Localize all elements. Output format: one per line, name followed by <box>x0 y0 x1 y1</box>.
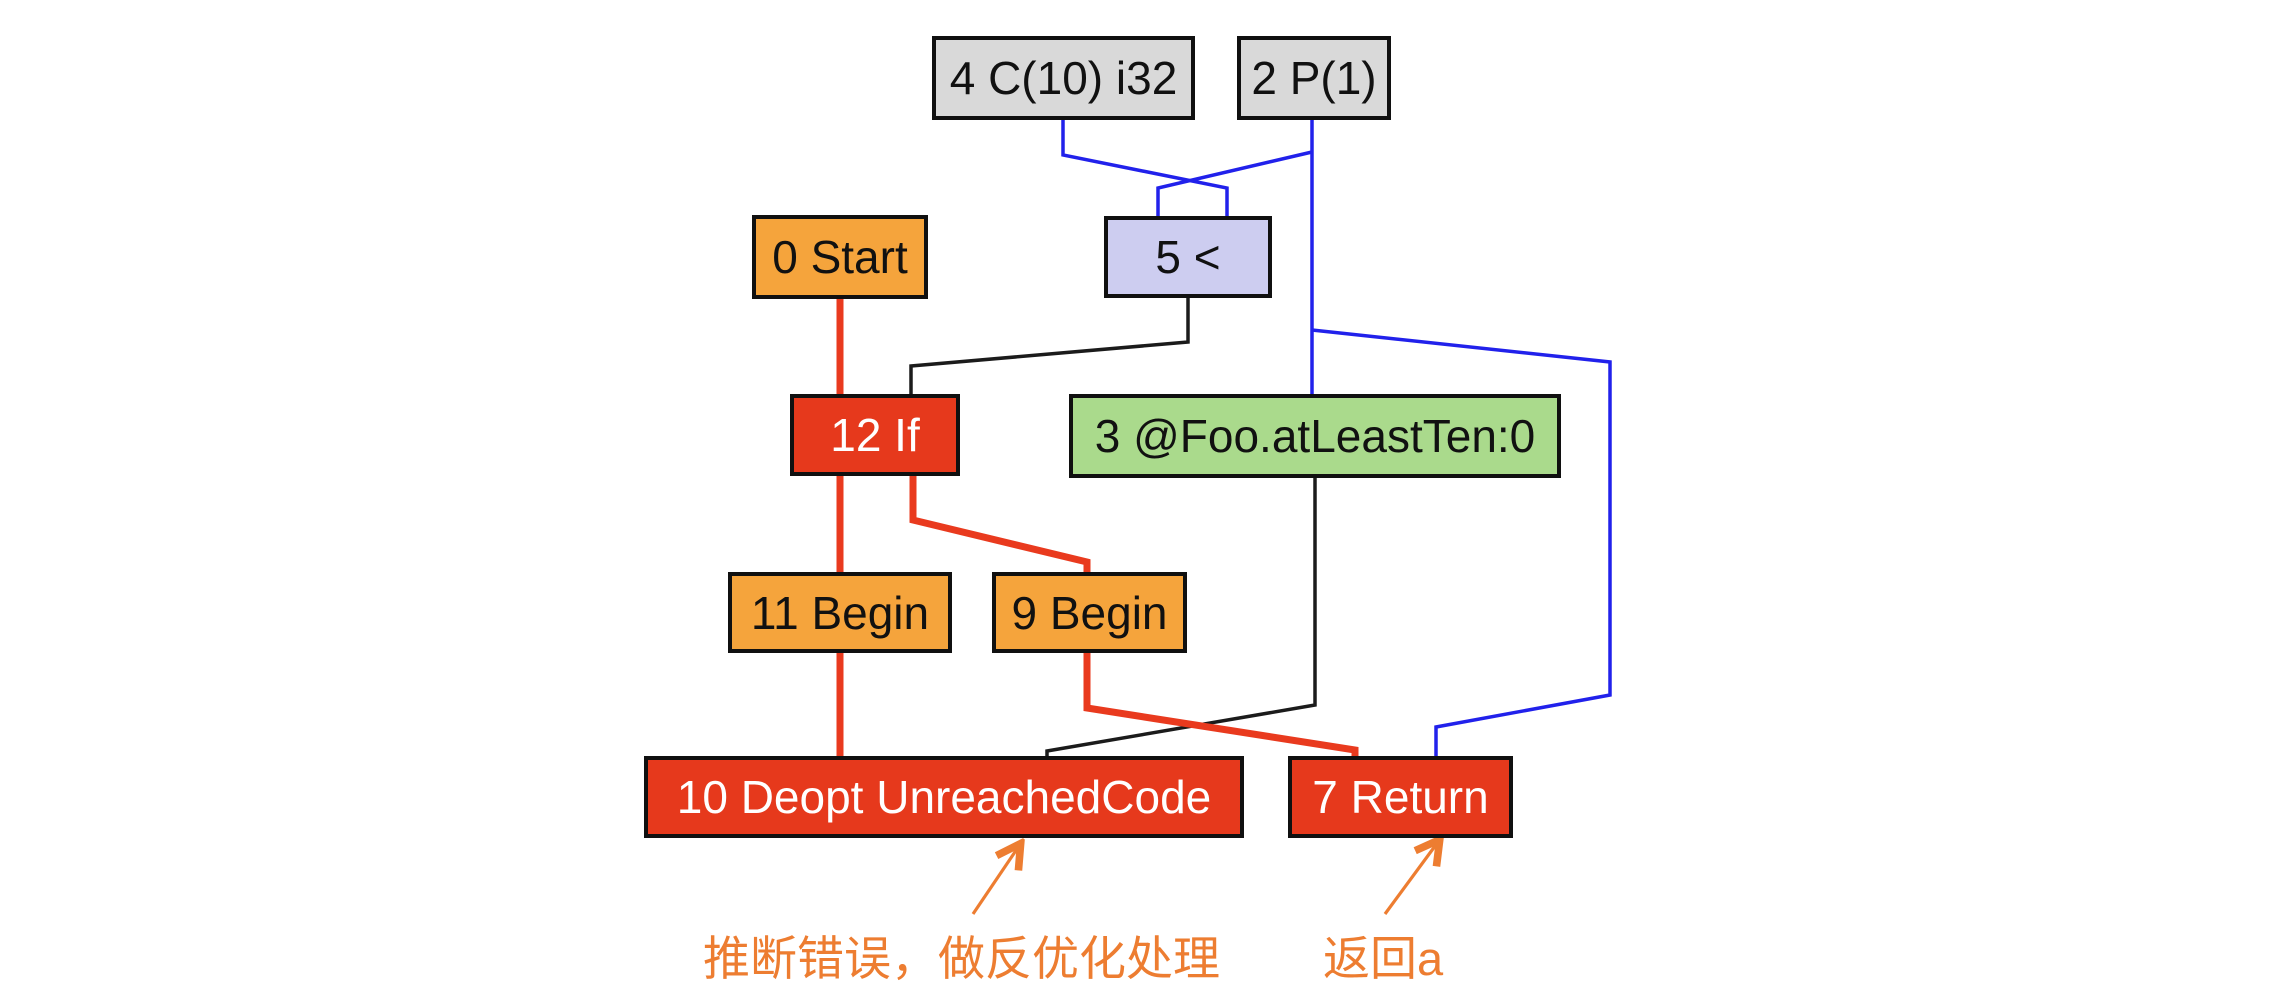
node-lessthan-5-label: 5 < <box>1155 231 1221 283</box>
node-if-12-label: 12 If <box>830 409 920 461</box>
deopt-note-arrow <box>971 846 1019 915</box>
node-begin-9-label: 9 Begin <box>1011 586 1168 639</box>
node-call-3: 3 @Foo.atLeastTen:0 <box>1069 394 1561 478</box>
node-parameter-2: 2 P(1) <box>1237 36 1391 120</box>
node-parameter-2-label: 2 P(1) <box>1251 52 1377 104</box>
deopt-note-text: 推断错误，做反优化处理 <box>703 932 1220 985</box>
node-begin-11: 11 Begin <box>728 572 952 653</box>
node-return-7-label: 7 Return <box>1312 771 1489 823</box>
edge-begin9-to-return7 <box>1083 653 1359 756</box>
edge-less5-to-if12 <box>909 298 1190 394</box>
node-start-0: 0 Start <box>752 215 928 299</box>
return-note-arrow <box>1383 842 1438 915</box>
node-start-0-label: 0 Start <box>772 231 908 283</box>
node-constant-4-label: 4 C(10) i32 <box>949 52 1178 104</box>
edge-param2-to-return7 <box>1311 328 1612 756</box>
node-constant-4: 4 C(10) i32 <box>932 36 1195 120</box>
node-begin-11-label: 11 Begin <box>750 586 930 639</box>
node-deopt-10-label: 10 Deopt UnreachedCode <box>676 771 1212 823</box>
node-return-7: 7 Return <box>1288 756 1513 838</box>
return-note-text: 返回a <box>1323 932 1444 985</box>
edge-const4-to-less5 <box>1061 120 1229 216</box>
node-deopt-10: 10 Deopt UnreachedCode <box>644 756 1244 838</box>
node-call-3-label: 3 @Foo.atLeastTen:0 <box>1094 410 1536 462</box>
edge-param2-to-less5 <box>1156 150 1313 216</box>
node-begin-9: 9 Begin <box>992 572 1187 653</box>
node-lessthan-5: 5 < <box>1104 216 1272 298</box>
edge-if12-to-begin9 <box>909 476 1091 572</box>
edge-call3-to-deopt10 <box>1045 478 1317 756</box>
node-if-12: 12 If <box>790 394 960 476</box>
